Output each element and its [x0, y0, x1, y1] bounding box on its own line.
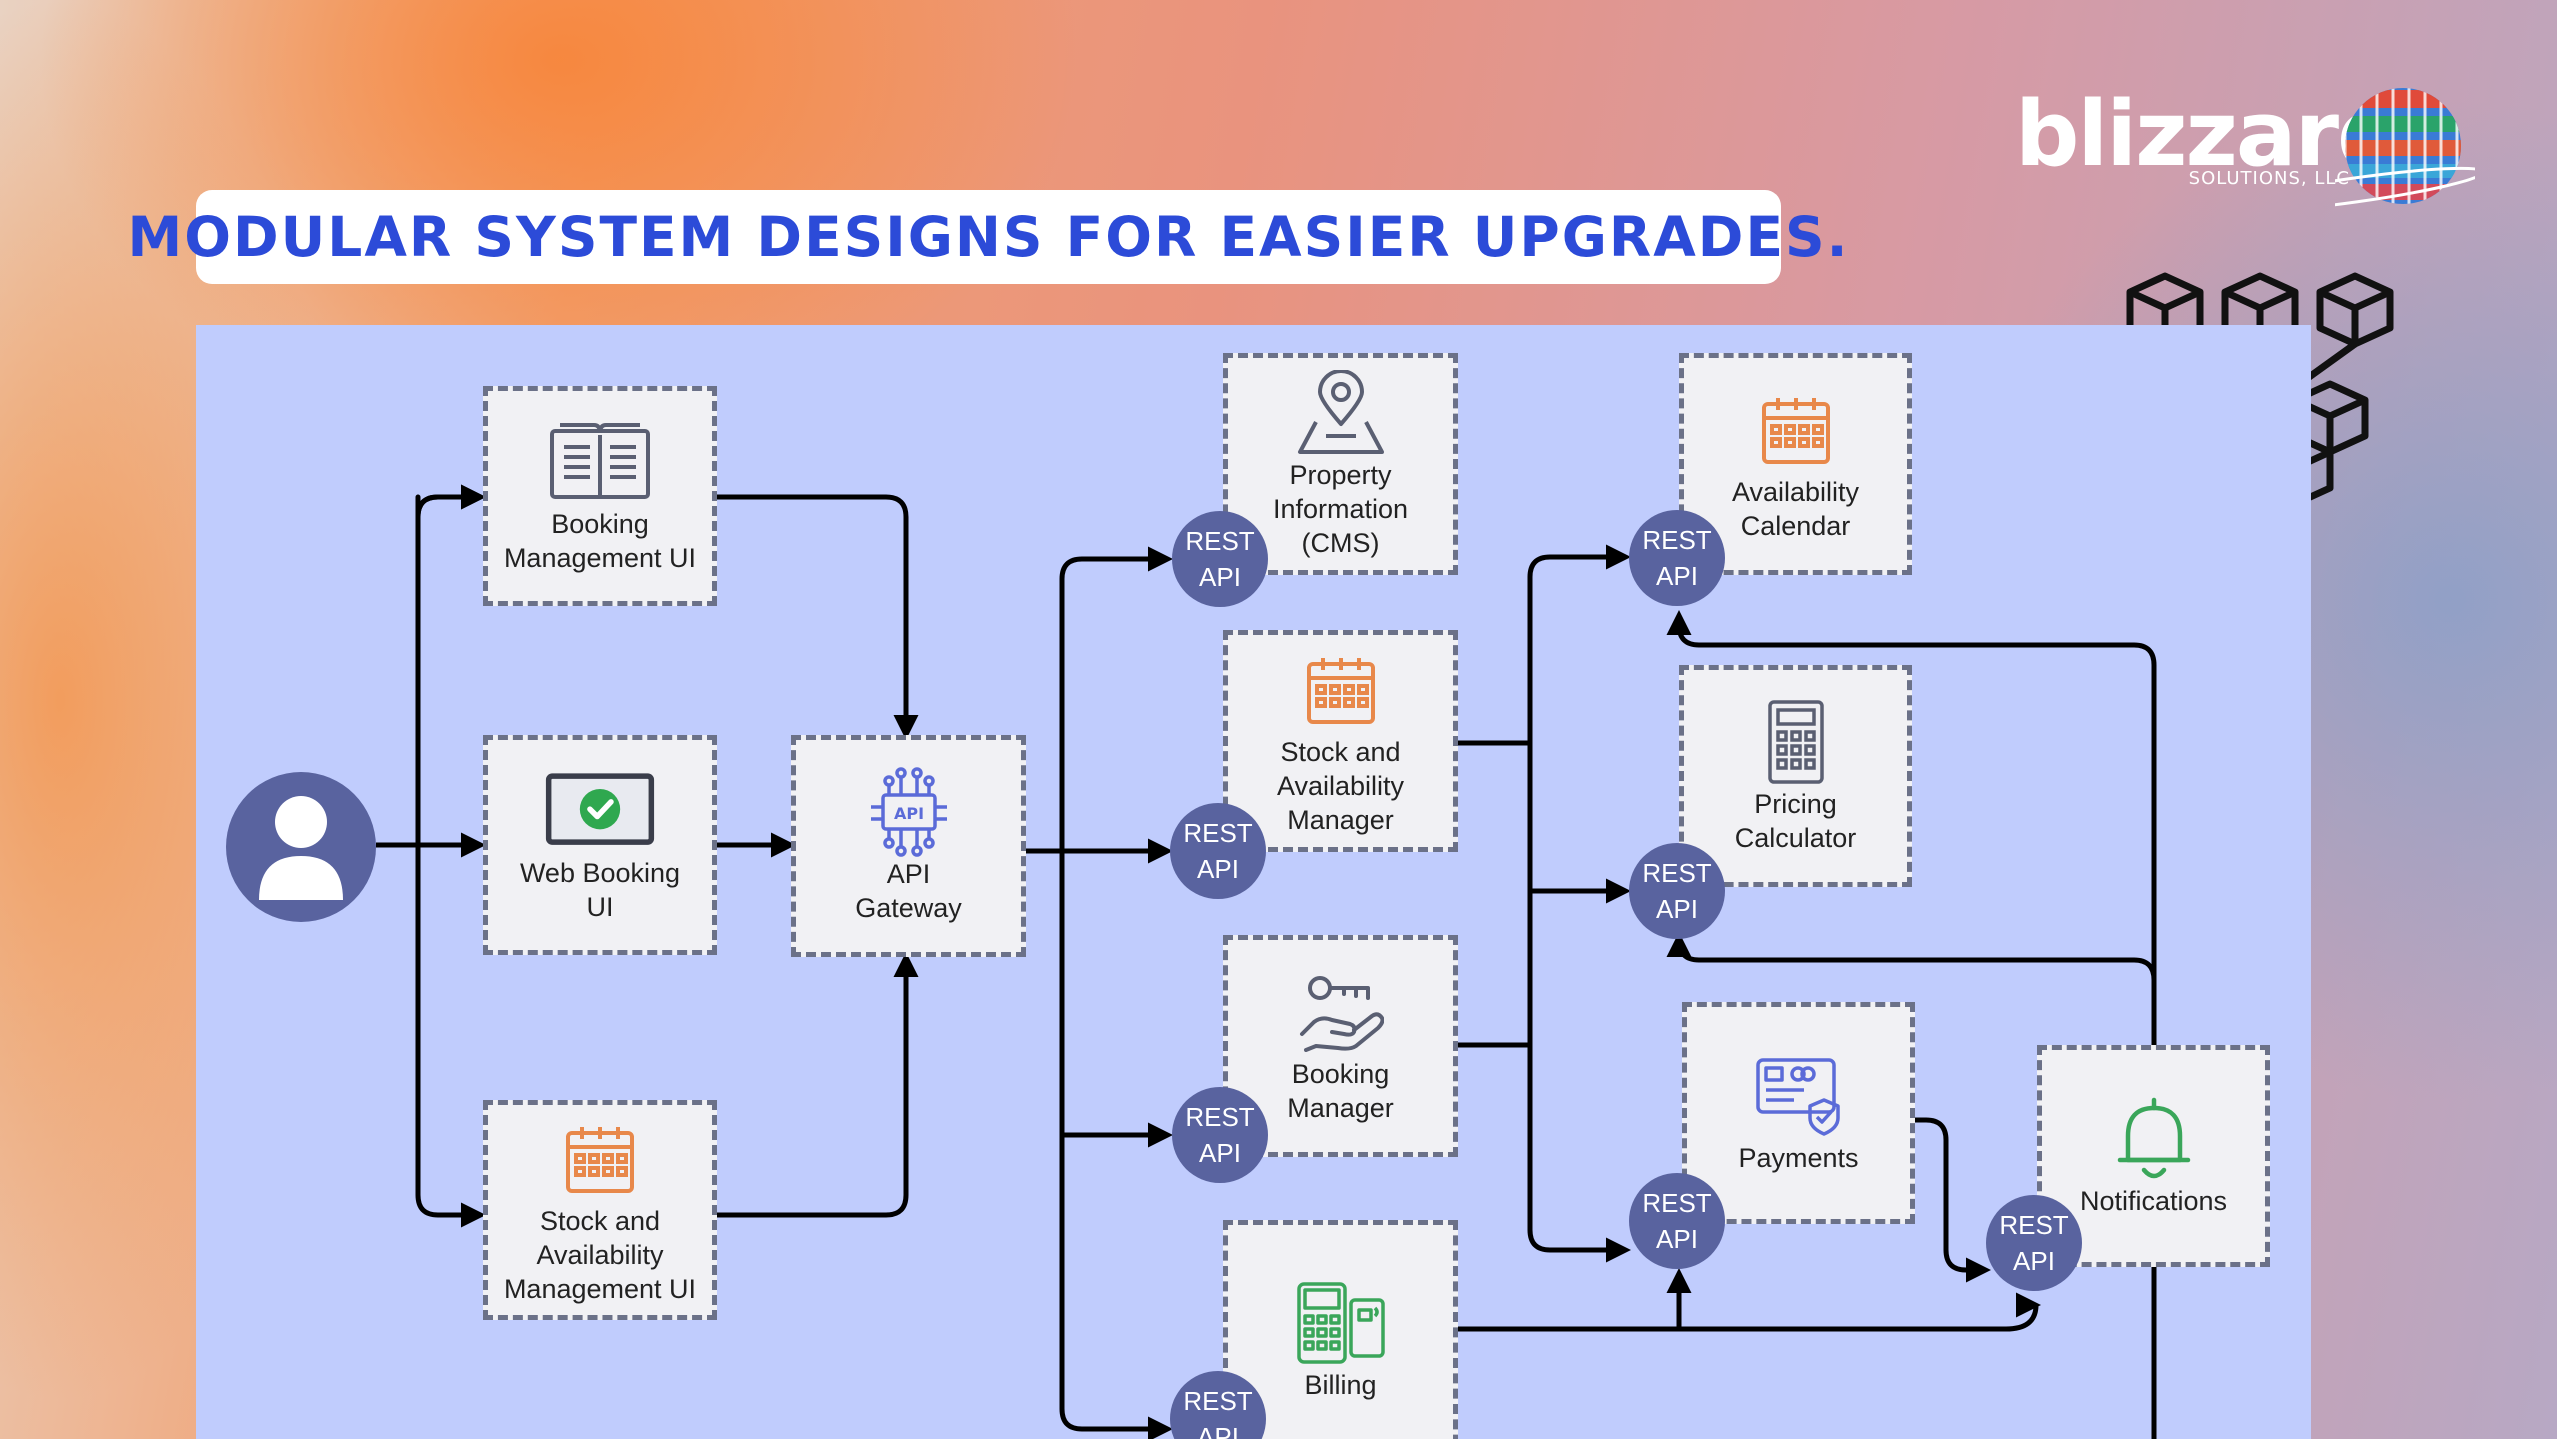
stock-management-ui-label: Stock and Availability Management UI	[503, 1206, 697, 1304]
booking-manager-label: Booking Manager	[1287, 1059, 1394, 1123]
web-booking-ui-label: Web Booking UI	[519, 858, 681, 922]
monitor-check-icon	[545, 766, 655, 856]
rest-api-badge: REST API	[1170, 1371, 1266, 1439]
stock-manager-label: Stock and Availability Manager	[1276, 737, 1405, 835]
rest-api-badge: REST API	[1629, 843, 1725, 939]
billing-label: Billing	[1304, 1370, 1377, 1400]
rest-api-badge: REST API	[1986, 1195, 2082, 1291]
calendar-icon	[545, 1114, 655, 1204]
calendar-icon	[1286, 645, 1396, 735]
booking-management-ui-label: Booking Management UI	[503, 509, 697, 573]
notifications-label: Notifications	[2079, 1186, 2228, 1216]
page-title: Modular System Designs for Easier Upgrad…	[127, 205, 1850, 269]
title-banner: Modular System Designs for Easier Upgrad…	[127, 190, 1848, 284]
user-avatar	[226, 772, 376, 922]
rest-api-badge: REST API	[1629, 1173, 1725, 1269]
brand-name: blizzard	[2015, 82, 2401, 187]
pricing-calculator-box: Pricing Calculator	[1679, 665, 1912, 887]
user-icon	[259, 796, 343, 900]
availability-calendar-label: Availability Calendar	[1731, 477, 1860, 541]
property-information-label: Property Information (CMS)	[1272, 460, 1409, 558]
map-pin-icon	[1286, 368, 1396, 458]
calendar-icon	[1741, 385, 1851, 475]
notifications-box: Notifications	[2037, 1045, 2270, 1267]
web-booking-ui-box: Web Booking UI	[483, 735, 717, 955]
rest-api-badge: REST API	[1170, 803, 1266, 899]
payments-box: Payments	[1682, 1002, 1915, 1224]
rest-api-badge: REST API	[1172, 511, 1268, 607]
svg-text:API: API	[893, 804, 923, 823]
payments-label: Payments	[1738, 1143, 1859, 1173]
rest-api-badge: REST API	[1172, 1087, 1268, 1183]
brand-logo: blizzard SOLUTIONS, LLC	[2015, 80, 2475, 210]
connector-lines	[376, 484, 2157, 1439]
globe-icon	[2335, 88, 2475, 210]
stock-management-ui-box: Stock and Availability Management UI	[483, 1100, 717, 1320]
bell-icon	[2099, 1094, 2209, 1184]
property-information-box: Property Information (CMS)	[1223, 353, 1458, 575]
calculator-icon	[1741, 697, 1851, 787]
pricing-calculator-label: Pricing Calculator	[1734, 789, 1857, 853]
credit-card-icon	[1744, 1051, 1854, 1141]
booking-management-ui-box: Booking Management UI	[483, 386, 717, 606]
api-chip-icon: API	[854, 767, 964, 857]
key-hand-icon	[1286, 967, 1396, 1057]
rest-api-badge: REST API	[1629, 510, 1725, 606]
book-icon	[545, 417, 655, 507]
api-gateway-box: API API Gateway	[791, 735, 1026, 957]
stock-manager-box: Stock and Availability Manager	[1223, 630, 1458, 852]
architecture-diagram: Booking Management UI Web Booking UI	[196, 325, 2311, 1439]
brand-subtitle: SOLUTIONS, LLC	[2188, 168, 2350, 189]
pos-terminal-icon	[1286, 1278, 1396, 1368]
api-gateway-label: API Gateway	[855, 859, 962, 923]
